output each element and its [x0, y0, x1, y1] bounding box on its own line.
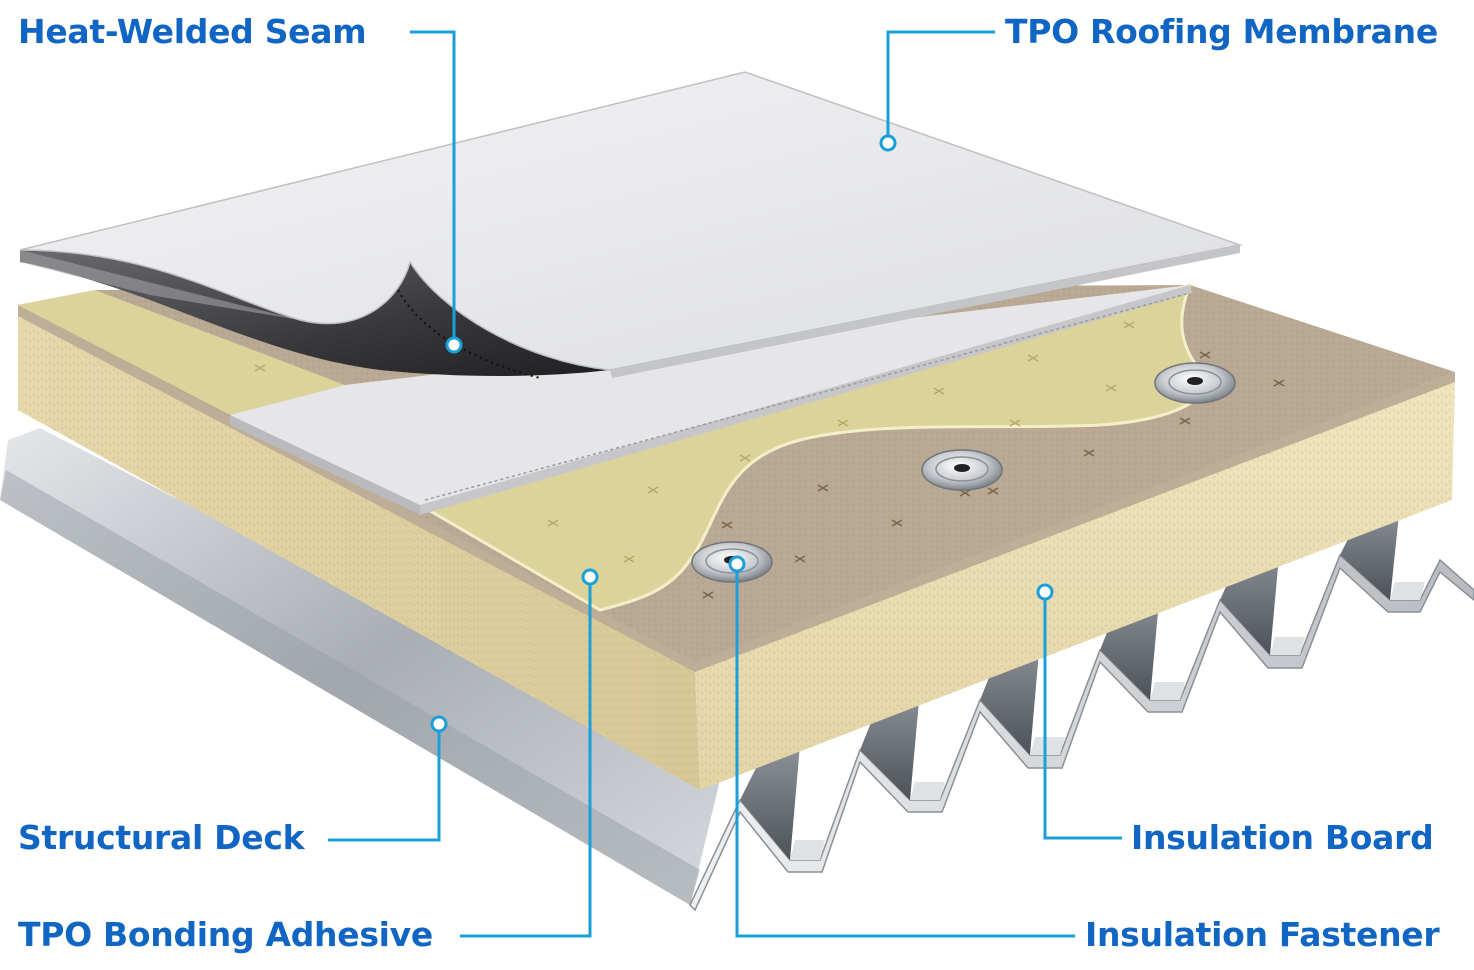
- leader-tpo-bonding-adhesive: [460, 585, 592, 938]
- leader-structural-deck: [328, 732, 441, 842]
- tpo-membrane-sheet: [19, 71, 1243, 379]
- marker-insulation-fastener: [728, 555, 746, 573]
- leader-insulation-fastener: [735, 572, 1075, 938]
- leader-insulation-board: [1043, 600, 1122, 840]
- lower-membrane-sheet: [230, 285, 1192, 515]
- label-structural-deck: Structural Deck: [18, 818, 305, 857]
- marker-tpo-roofing-membrane: [879, 134, 897, 152]
- label-insulation-board: Insulation Board: [1131, 818, 1434, 857]
- marker-structural-deck: [430, 715, 448, 733]
- fastener-plate: [1154, 362, 1236, 404]
- membrane-top-surface: [19, 71, 1243, 371]
- marker-heat-welded-seam: [445, 336, 463, 354]
- marker-insulation-board: [1036, 583, 1054, 601]
- structural-deck: [0, 428, 1474, 912]
- deck-left-face-shade: [0, 470, 700, 905]
- marker-tpo-bonding-adhesive: [581, 568, 599, 586]
- leader-tpo-roofing-membrane: [886, 30, 995, 136]
- label-tpo-roofing-membrane: TPO Roofing Membrane: [1005, 12, 1438, 51]
- membrane-curl-underside: [20, 250, 610, 376]
- label-tpo-bonding-adhesive: TPO Bonding Adhesive: [18, 915, 433, 954]
- label-heat-welded-seam: Heat-Welded Seam: [18, 12, 367, 51]
- lower-membrane-top: [230, 285, 1190, 505]
- fastener-plate: [921, 449, 1003, 491]
- leader-lines: [328, 30, 1122, 938]
- label-insulation-fastener: Insulation Fastener: [1085, 915, 1440, 954]
- leader-heat-welded-seam: [410, 30, 456, 338]
- adhesive-left-strip: [18, 290, 345, 415]
- seam-weld-line: [424, 292, 1191, 501]
